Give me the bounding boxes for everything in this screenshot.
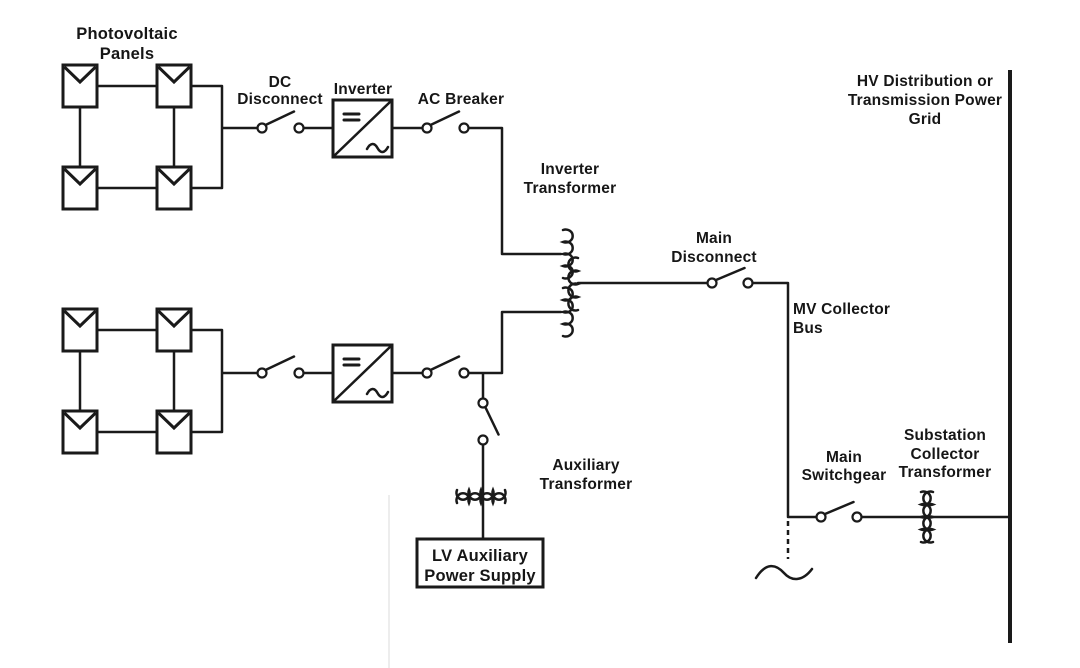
continuation-tilde-icon <box>754 564 814 581</box>
lv-auxiliary-power-supply-label: LV Auxiliary Power Supply <box>424 547 536 585</box>
ac-breaker-2-switch-icon <box>421 355 470 379</box>
substation-collector-transformer-symbol <box>917 490 937 544</box>
substation-collector-transformer-label: Substation Collector Transformer <box>898 427 992 481</box>
mv-collector-bus-label: MV Collector Bus <box>793 301 891 337</box>
ac-breaker-label: AC Breaker <box>417 91 505 108</box>
main-disconnect-switch-icon <box>706 266 754 289</box>
auxiliary-transformer-symbol <box>455 486 507 507</box>
pv-panel-icon <box>155 307 193 353</box>
auxiliary-switch-icon <box>477 397 500 446</box>
lv-auxiliary-power-supply-box <box>415 537 545 589</box>
pv-panels-label: Photovoltaic Panels <box>76 25 178 63</box>
pv-panel-icon <box>61 165 99 211</box>
auxiliary-transformer-label: Auxiliary Transformer <box>539 457 633 493</box>
pv-panel-icon <box>61 409 99 455</box>
inverter-1-symbol <box>331 98 394 159</box>
pv-panel-icon <box>155 63 193 109</box>
ac-breaker-1-switch-icon <box>421 110 470 134</box>
main-switchgear-switch-icon <box>815 500 863 523</box>
inverter-transformer-label: Inverter Transformer <box>523 161 617 197</box>
inverter-label: Inverter <box>333 81 393 98</box>
main-switchgear-label: Main Switchgear <box>801 449 887 484</box>
main-disconnect-label: Main Disconnect <box>671 230 757 266</box>
pv-panel-icon <box>61 63 99 109</box>
inverter-transformer-symbol <box>559 228 582 338</box>
mv-bus-continuation <box>754 521 814 581</box>
inverter-2-symbol <box>331 343 394 404</box>
pv-panel-icon <box>155 165 193 211</box>
hv-grid-label: HV Distribution or Transmission Power Gr… <box>847 73 1003 128</box>
dc-disconnect-1-switch-icon <box>256 110 305 134</box>
dc-disconnect-2-switch-icon <box>256 355 305 379</box>
wiring <box>78 84 1010 541</box>
pv-panel-icon <box>155 409 193 455</box>
pv-panel-icon <box>61 307 99 353</box>
dc-disconnect-label: DC Disconnect <box>237 74 323 108</box>
